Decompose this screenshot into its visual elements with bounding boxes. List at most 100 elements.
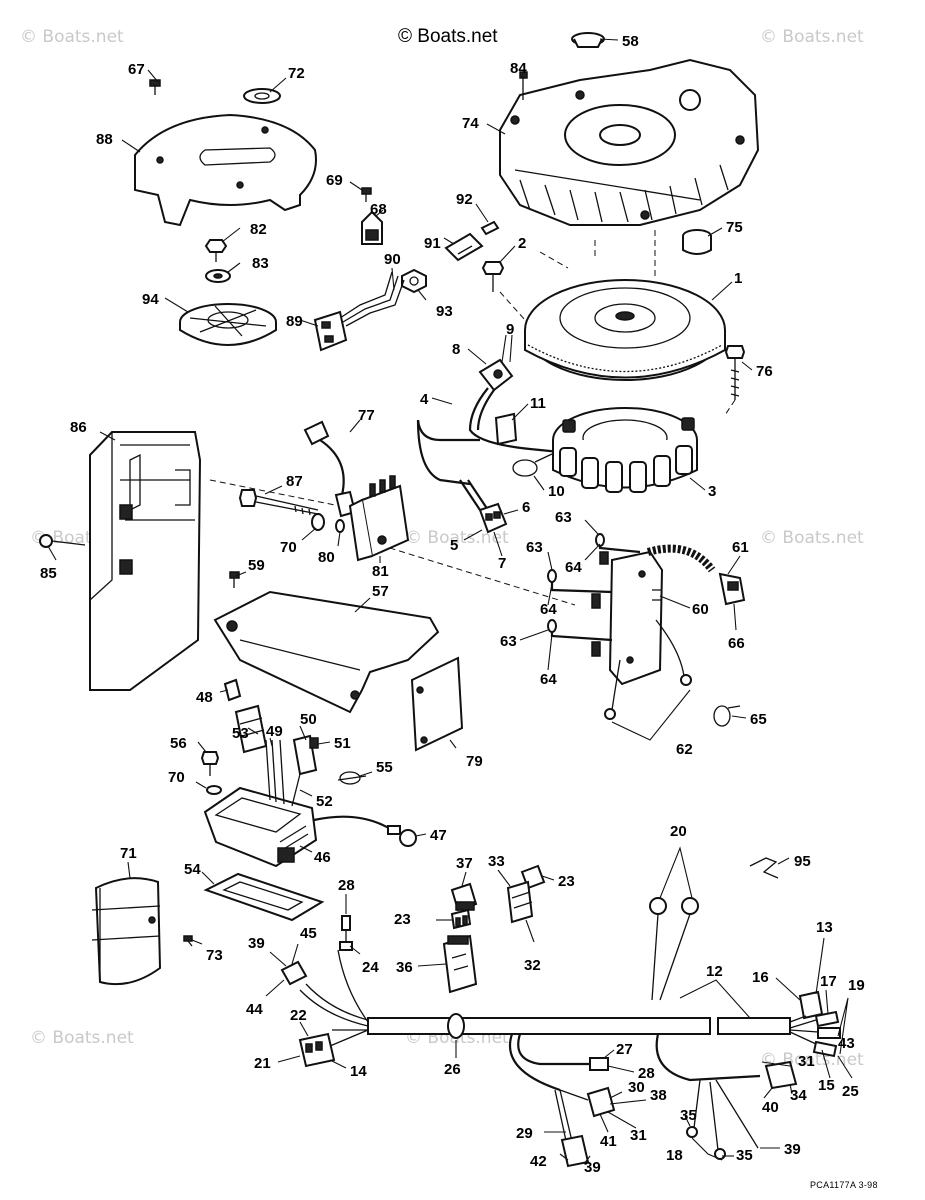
label-23: 23 bbox=[558, 873, 575, 890]
label-2: 2 bbox=[518, 235, 526, 252]
label-63: 63 bbox=[555, 509, 572, 526]
branch-40 bbox=[655, 1033, 798, 1160]
lead-63-64 bbox=[547, 533, 641, 657]
washer-70 bbox=[311, 513, 325, 531]
connector-22 bbox=[298, 1032, 336, 1068]
connector-6 bbox=[478, 502, 508, 534]
label-87: 87 bbox=[286, 473, 303, 490]
label-28b: 28 bbox=[638, 1065, 655, 1082]
label-16: 16 bbox=[752, 969, 769, 986]
terminal-92 bbox=[480, 220, 500, 236]
label-54: 54 bbox=[184, 861, 201, 878]
tie-strap-10 bbox=[512, 453, 553, 477]
clamp-65 bbox=[713, 705, 741, 727]
nut-93 bbox=[401, 268, 427, 294]
label-66: 66 bbox=[728, 635, 745, 652]
drawing-code: PCA1177A 3-98 bbox=[810, 1180, 878, 1190]
label-71: 71 bbox=[120, 845, 137, 862]
label-65: 65 bbox=[750, 711, 767, 728]
bracket-86 bbox=[89, 431, 202, 691]
label-63c: 63 bbox=[500, 633, 517, 650]
watermark: © Boats.net bbox=[20, 27, 124, 47]
cover-57 bbox=[213, 590, 440, 714]
label-24: 24 bbox=[362, 959, 379, 976]
label-93: 93 bbox=[436, 303, 453, 320]
label-50: 50 bbox=[300, 711, 317, 728]
label-53: 53 bbox=[232, 725, 249, 742]
label-41: 41 bbox=[600, 1133, 617, 1150]
label-34: 34 bbox=[790, 1087, 807, 1104]
label-48: 48 bbox=[196, 689, 213, 706]
ignition-coil-81 bbox=[348, 475, 410, 562]
bolt-87 bbox=[238, 489, 319, 516]
label-70: 70 bbox=[280, 539, 297, 556]
label-59: 59 bbox=[248, 557, 265, 574]
label-31b: 31 bbox=[630, 1127, 647, 1144]
tie-26 bbox=[447, 1013, 465, 1039]
label-91: 91 bbox=[424, 235, 441, 252]
label-89: 89 bbox=[286, 313, 303, 330]
label-90: 90 bbox=[384, 251, 401, 268]
label-64b: 64 bbox=[540, 601, 557, 618]
label-15: 15 bbox=[818, 1077, 835, 1094]
ring-terminals-20 bbox=[649, 897, 699, 1001]
harness-4 bbox=[416, 387, 561, 511]
connector-91 bbox=[444, 232, 484, 262]
label-44: 44 bbox=[246, 1001, 263, 1018]
ground-lead-47 bbox=[313, 815, 417, 847]
clip-95 bbox=[749, 857, 779, 879]
label-47: 47 bbox=[430, 827, 447, 844]
washer-83 bbox=[205, 269, 231, 283]
label-37: 37 bbox=[456, 855, 473, 872]
label-17: 17 bbox=[820, 973, 837, 990]
label-68: 68 bbox=[370, 201, 387, 218]
label-1: 1 bbox=[734, 270, 742, 287]
label-26: 26 bbox=[444, 1061, 461, 1078]
label-75: 75 bbox=[726, 219, 743, 236]
label-18: 18 bbox=[666, 1147, 683, 1164]
label-86: 86 bbox=[70, 419, 87, 436]
label-60: 60 bbox=[692, 601, 709, 618]
label-49: 49 bbox=[266, 723, 283, 740]
clip-68 bbox=[361, 210, 383, 245]
watermark: © Boats.net bbox=[30, 1028, 134, 1048]
label-70b: 70 bbox=[168, 769, 185, 786]
screw-67 bbox=[149, 79, 161, 95]
label-33: 33 bbox=[488, 853, 505, 870]
nut-75 bbox=[682, 229, 712, 255]
screw-73 bbox=[183, 935, 193, 947]
watermark: © Boats.net bbox=[760, 27, 864, 47]
harness-61 bbox=[646, 544, 746, 606]
wires-49-52 bbox=[265, 739, 301, 807]
label-74: 74 bbox=[462, 115, 479, 132]
label-7: 7 bbox=[498, 555, 506, 572]
label-8: 8 bbox=[452, 341, 460, 358]
label-38: 38 bbox=[650, 1087, 667, 1104]
label-58: 58 bbox=[622, 33, 639, 50]
label-79: 79 bbox=[466, 753, 483, 770]
bolt-76 bbox=[724, 345, 746, 400]
watermark: © Boats.net bbox=[760, 528, 864, 548]
label-30: 30 bbox=[628, 1079, 645, 1096]
clip-48 bbox=[223, 678, 242, 702]
label-14: 14 bbox=[350, 1063, 367, 1080]
fuse-holder-36 bbox=[442, 934, 478, 994]
washer-80 bbox=[335, 519, 345, 533]
clip-11 bbox=[494, 412, 518, 446]
screw-56 bbox=[200, 751, 220, 776]
label-13: 13 bbox=[816, 919, 833, 936]
label-11: 11 bbox=[530, 395, 546, 412]
gasket-54 bbox=[203, 872, 325, 922]
wire-bundle-90 bbox=[339, 271, 405, 327]
pulley-94 bbox=[179, 303, 277, 346]
label-29: 29 bbox=[516, 1125, 533, 1142]
label-10: 10 bbox=[548, 483, 565, 500]
terminal-block-60 bbox=[608, 550, 664, 686]
label-22: 22 bbox=[290, 1007, 307, 1024]
label-56: 56 bbox=[170, 735, 187, 752]
label-9: 9 bbox=[506, 321, 514, 338]
label-64c: 64 bbox=[540, 671, 557, 688]
label-73: 73 bbox=[206, 947, 223, 964]
bolt-82 bbox=[204, 239, 228, 262]
connector-51 bbox=[292, 734, 319, 776]
